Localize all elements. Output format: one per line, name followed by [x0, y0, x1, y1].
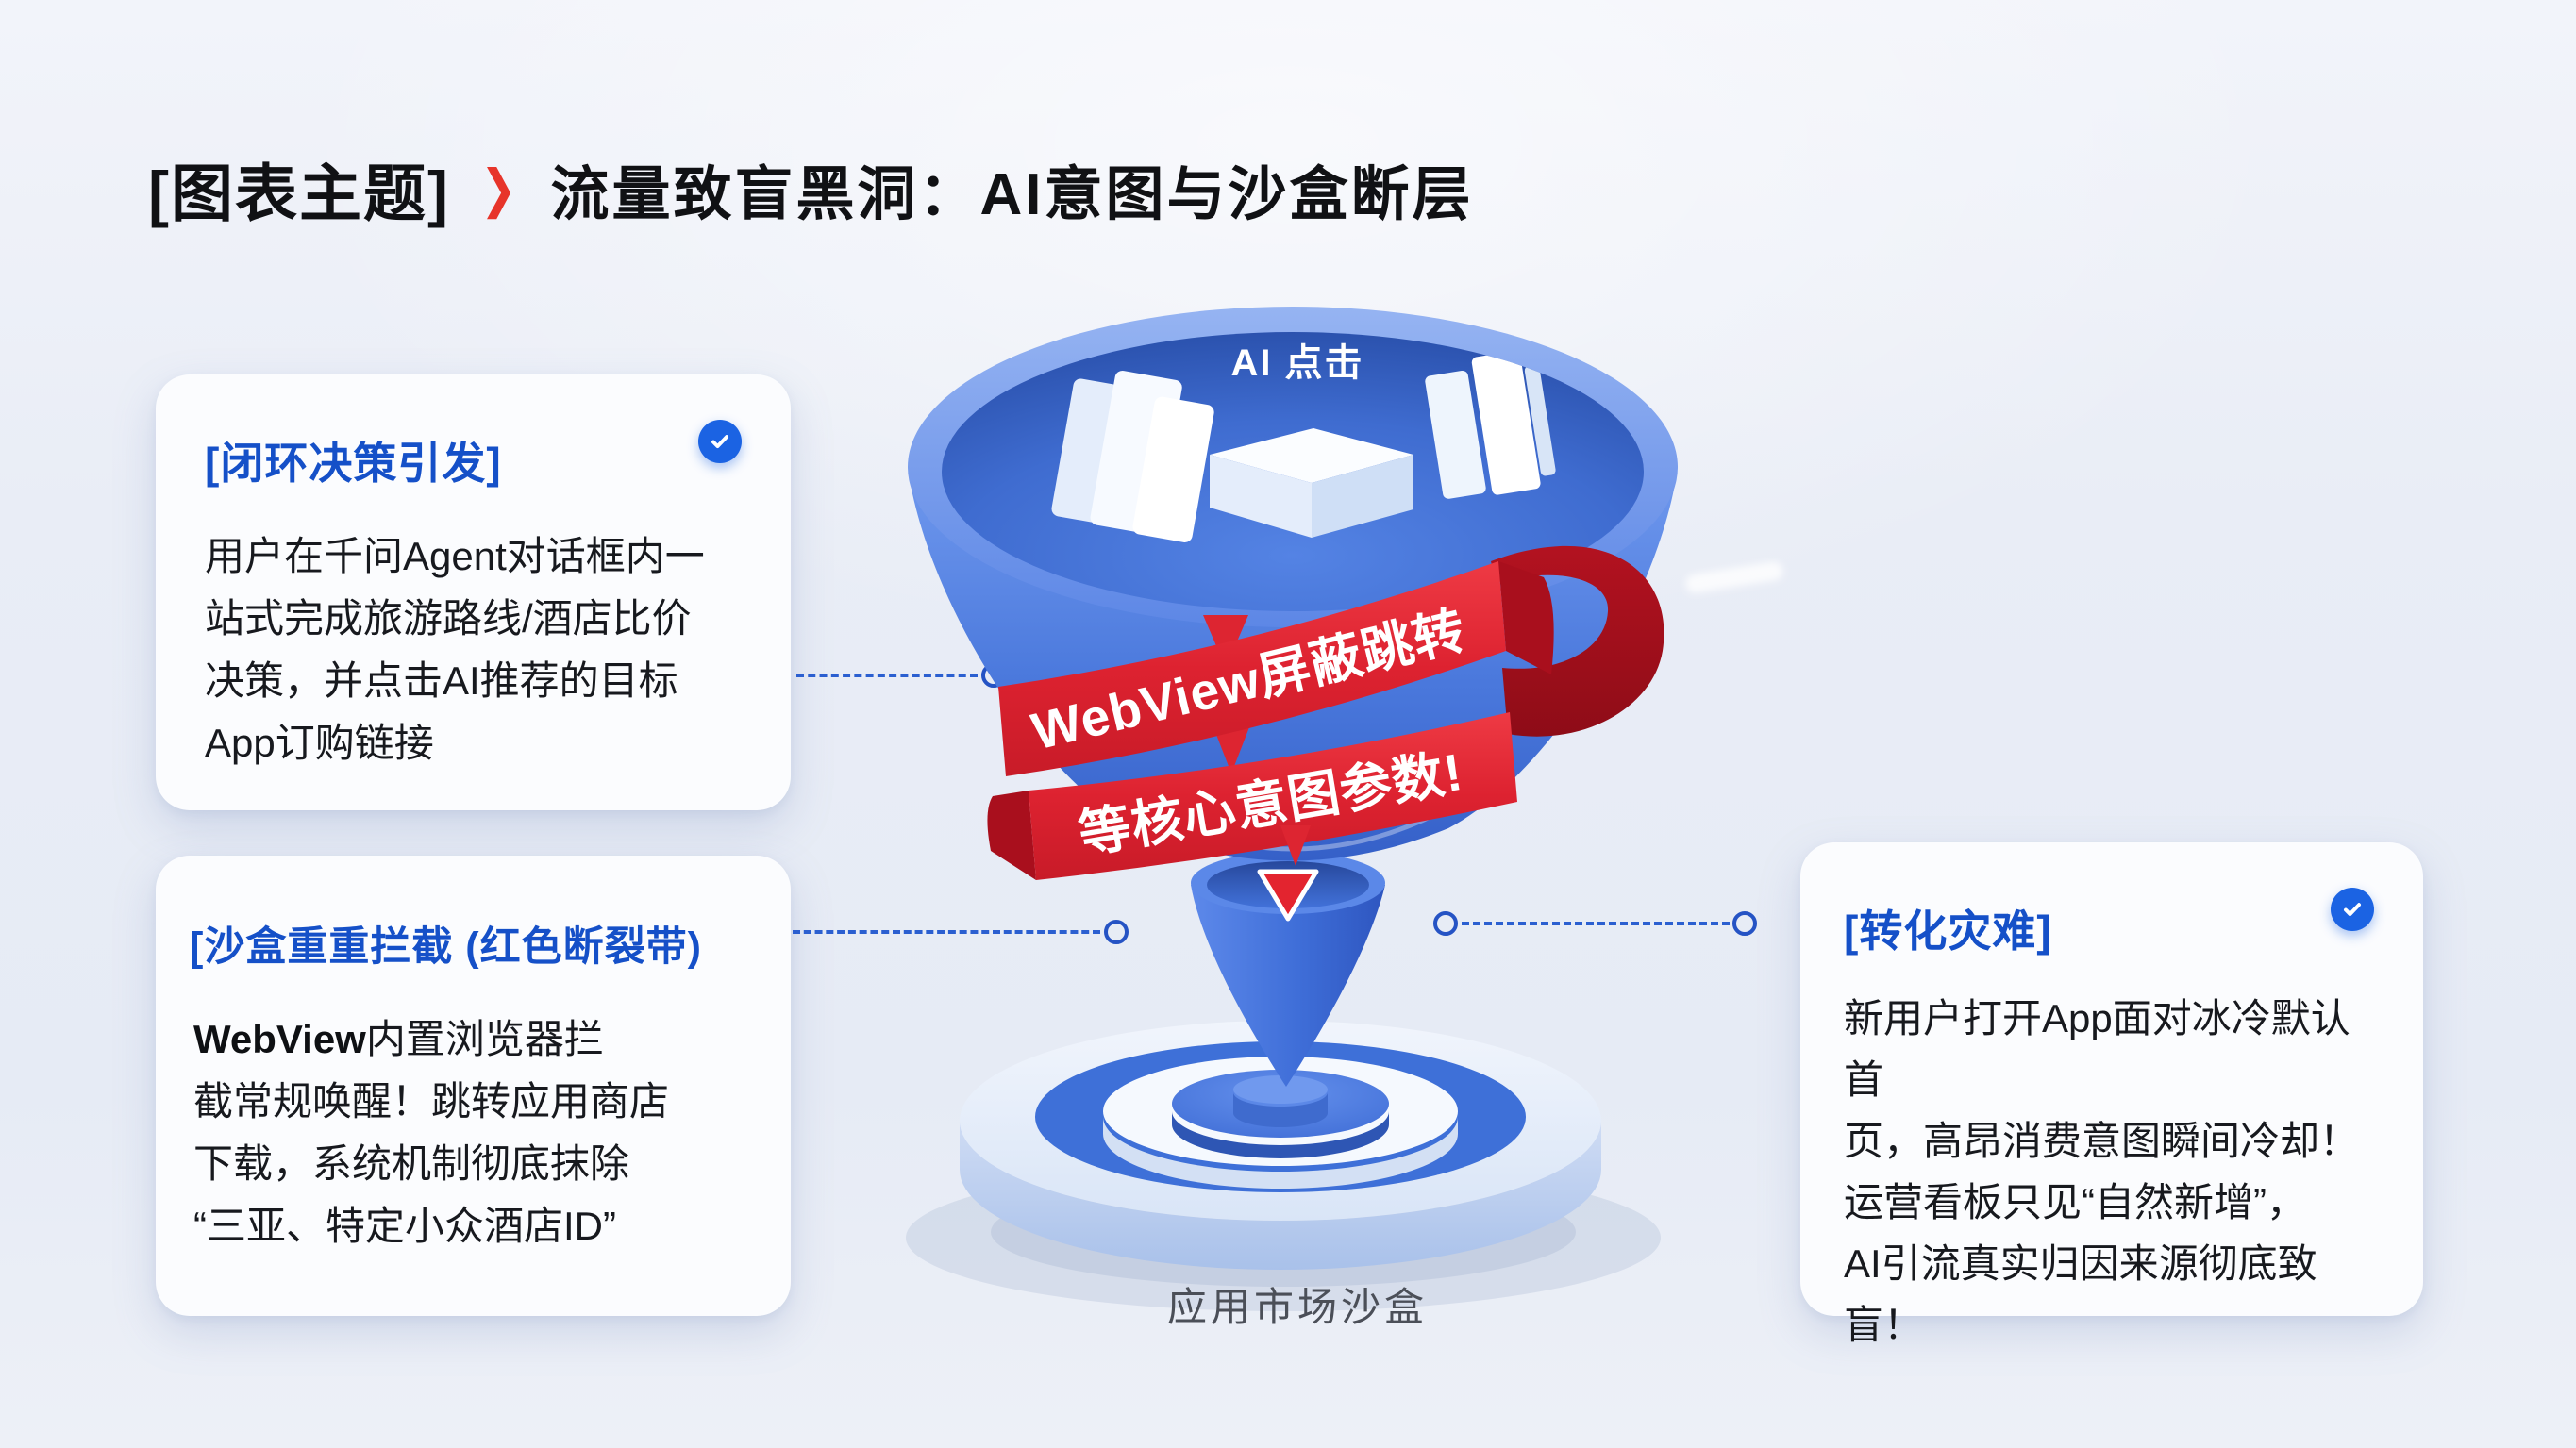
app-building-blocks [1051, 351, 1556, 543]
connector-line-conversion [1462, 922, 1730, 925]
connector-node-dot [1104, 920, 1129, 944]
connector-line-trigger [796, 674, 978, 677]
webview-bold-text: WebView [193, 1017, 366, 1061]
connector-node-dot [1433, 911, 1458, 936]
card-title: [闭环决策引发] [205, 439, 502, 488]
funnel-illustration: AI 点击 WebView屏蔽跳转 等核心意图参数! [906, 307, 1678, 1311]
platform-base-label: 应用市场沙盒 [1166, 1285, 1428, 1329]
ribbon-band-upper [998, 561, 1506, 776]
card-body-text: 新用户打开App面对冰冷默认首 页，高昂消费意图瞬间冷却！ 运营看板只见“自然新… [1844, 996, 2360, 1347]
page-header: [图表主题] ❯ 流量致盲黑洞：AI意图与沙盒断层 [148, 143, 1474, 234]
check-circle-icon [698, 420, 742, 463]
ribbon-band-lower [1029, 712, 1517, 880]
card-body-rest: 内置浏览器拦 截常规唤醒！跳转应用商店 下载，系统机制彻底抹除 “三亚、特定小众… [193, 1017, 670, 1248]
card-sandbox-interception: [沙盒重重拦截 (红色断裂带) WebView内置浏览器拦 截常规唤醒！跳转应用… [156, 856, 791, 1316]
funnel-cone [1191, 852, 1385, 1087]
chart-topic-label: [图表主题] [148, 158, 450, 228]
card-conversion-disaster: [转化灾难] 新用户打开App面对冰冷默认首 页，高昂消费意图瞬间冷却！ 运营看… [1800, 842, 2423, 1347]
card-title: [转化灾难] [1844, 907, 2052, 956]
red-arrow-down-icon [1203, 615, 1248, 668]
card-title: [沙盒重重拦截 (红色断裂带) [190, 924, 702, 970]
funnel-top-label: AI 点击 [1230, 342, 1363, 384]
card-body-text: 用户在千问Agent对话框内一 站式完成旅游路线/酒店比价 决策，并点击AI推荐… [205, 534, 705, 765]
card-closed-loop-decision: [闭环决策引发] 用户在千问Agent对话框内一 站式完成旅游路线/酒店比价 决… [156, 374, 791, 810]
page-title: 流量致盲黑洞：AI意图与沙盒断层 [550, 162, 1474, 227]
chevron-right-icon: ❯ [479, 158, 517, 219]
check-circle-icon [2331, 888, 2374, 931]
connector-line-sandbox [793, 930, 1100, 934]
card-body-text: WebView内置浏览器拦 截常规唤醒！跳转应用商店 下载，系统机制彻底抹除 “… [190, 1008, 759, 1257]
connector-node-dot [1732, 911, 1757, 936]
red-drop-arrow-icon [1257, 869, 1319, 922]
sandbox-target-platform [906, 1021, 1661, 1311]
red-pointer-icon [1280, 825, 1311, 866]
